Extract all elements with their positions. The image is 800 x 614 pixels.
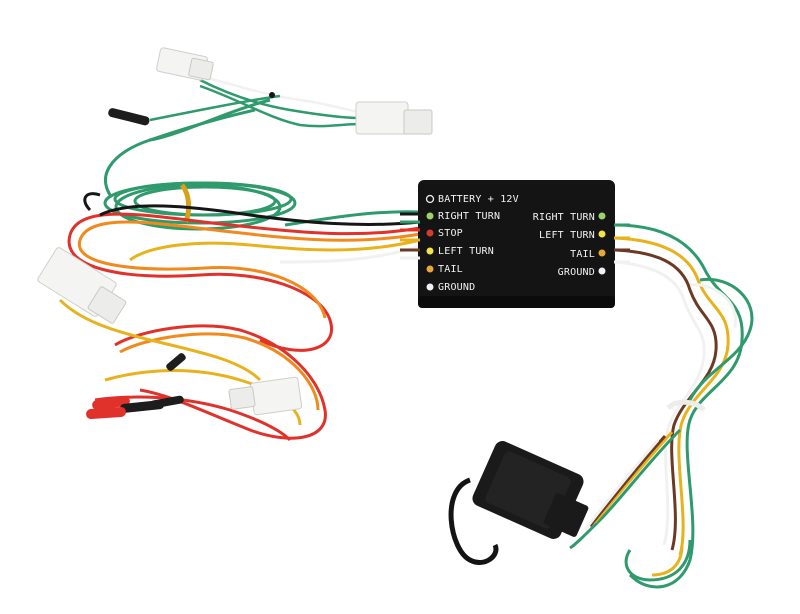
input-label: GROUND bbox=[438, 282, 475, 293]
four-pin-flat-connector bbox=[448, 441, 589, 565]
out-ground-dot bbox=[598, 267, 606, 275]
output-wire-bundle bbox=[569, 223, 754, 589]
out-left-turn-led bbox=[598, 230, 606, 238]
input-label: TAIL bbox=[438, 264, 463, 275]
top-left-white-connector bbox=[156, 47, 214, 81]
input-label: RIGHT TURN bbox=[438, 211, 500, 222]
output-label: TAIL bbox=[570, 249, 595, 260]
small-zip-tie bbox=[269, 92, 275, 98]
input-label: LEFT TURN bbox=[438, 246, 494, 257]
converter-box bbox=[418, 180, 615, 308]
input-label: BATTERY + 12V bbox=[438, 194, 519, 205]
right-turn-led bbox=[426, 212, 434, 220]
white-cable-tie bbox=[666, 399, 706, 412]
stop-led bbox=[426, 229, 434, 237]
out-right-turn-led bbox=[598, 212, 606, 220]
output-label: LEFT TURN bbox=[539, 230, 595, 241]
tail-led bbox=[426, 265, 434, 273]
battery-dot bbox=[425, 194, 435, 204]
bottom-white-connector bbox=[228, 376, 303, 416]
heat-shrink-tube bbox=[108, 108, 150, 126]
top-right-white-connector bbox=[355, 101, 433, 135]
out-tail-led bbox=[598, 249, 606, 257]
input-label: STOP bbox=[438, 228, 463, 239]
cable-tie bbox=[179, 183, 192, 223]
top-connector-wires bbox=[149, 74, 361, 128]
left-turn-led bbox=[426, 247, 434, 255]
ground-dot bbox=[426, 283, 434, 291]
splice-cluster bbox=[86, 395, 184, 420]
input-wire-bundle bbox=[58, 192, 421, 442]
box-wire-stubs bbox=[400, 212, 630, 264]
small-black-tube bbox=[166, 353, 186, 371]
input-labels: BATTERY + 12V RIGHT TURN STOP LEFT TURN … bbox=[425, 194, 519, 293]
output-label: RIGHT TURN bbox=[533, 212, 595, 223]
left-white-connector bbox=[37, 247, 127, 324]
output-labels: RIGHT TURN LEFT TURN TAIL GROUND bbox=[533, 212, 606, 278]
output-label: GROUND bbox=[558, 267, 595, 278]
